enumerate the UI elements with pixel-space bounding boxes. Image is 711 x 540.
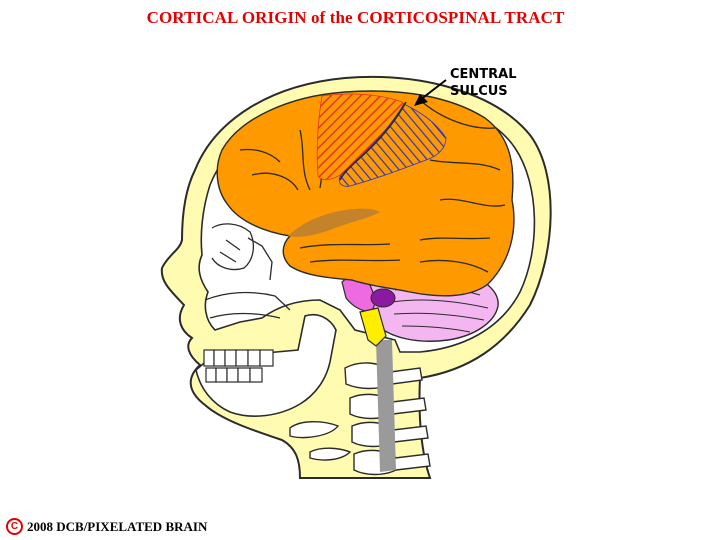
- central-sulcus-callout: CENTRAL SULCUS: [450, 66, 517, 100]
- callout-arrow-line: [419, 79, 447, 101]
- callout-arrowhead: [414, 94, 428, 106]
- lateral-fissure: [288, 208, 380, 237]
- footer-text: 2008 DCB/PIXELATED BRAIN: [27, 518, 208, 534]
- central-sulcus: [339, 101, 407, 181]
- callout-line-2: SULCUS: [450, 84, 508, 99]
- orbit: [211, 223, 273, 281]
- sulci: [239, 99, 506, 273]
- lower-teeth: [205, 367, 263, 383]
- page-title: CORTICAL ORIGIN of the CORTICOSPINAL TRA…: [146, 8, 565, 27]
- callout-line-1: CENTRAL: [450, 67, 517, 82]
- spinal-cord: [376, 340, 396, 472]
- medulla: [359, 307, 387, 347]
- footer-credit: C 2008 DCB/PIXELATED BRAIN: [6, 518, 207, 535]
- upper-teeth: [203, 349, 274, 367]
- maxilla: [204, 291, 291, 319]
- cerebellar-nucleus: [370, 288, 396, 308]
- copyright-icon: C: [6, 518, 23, 535]
